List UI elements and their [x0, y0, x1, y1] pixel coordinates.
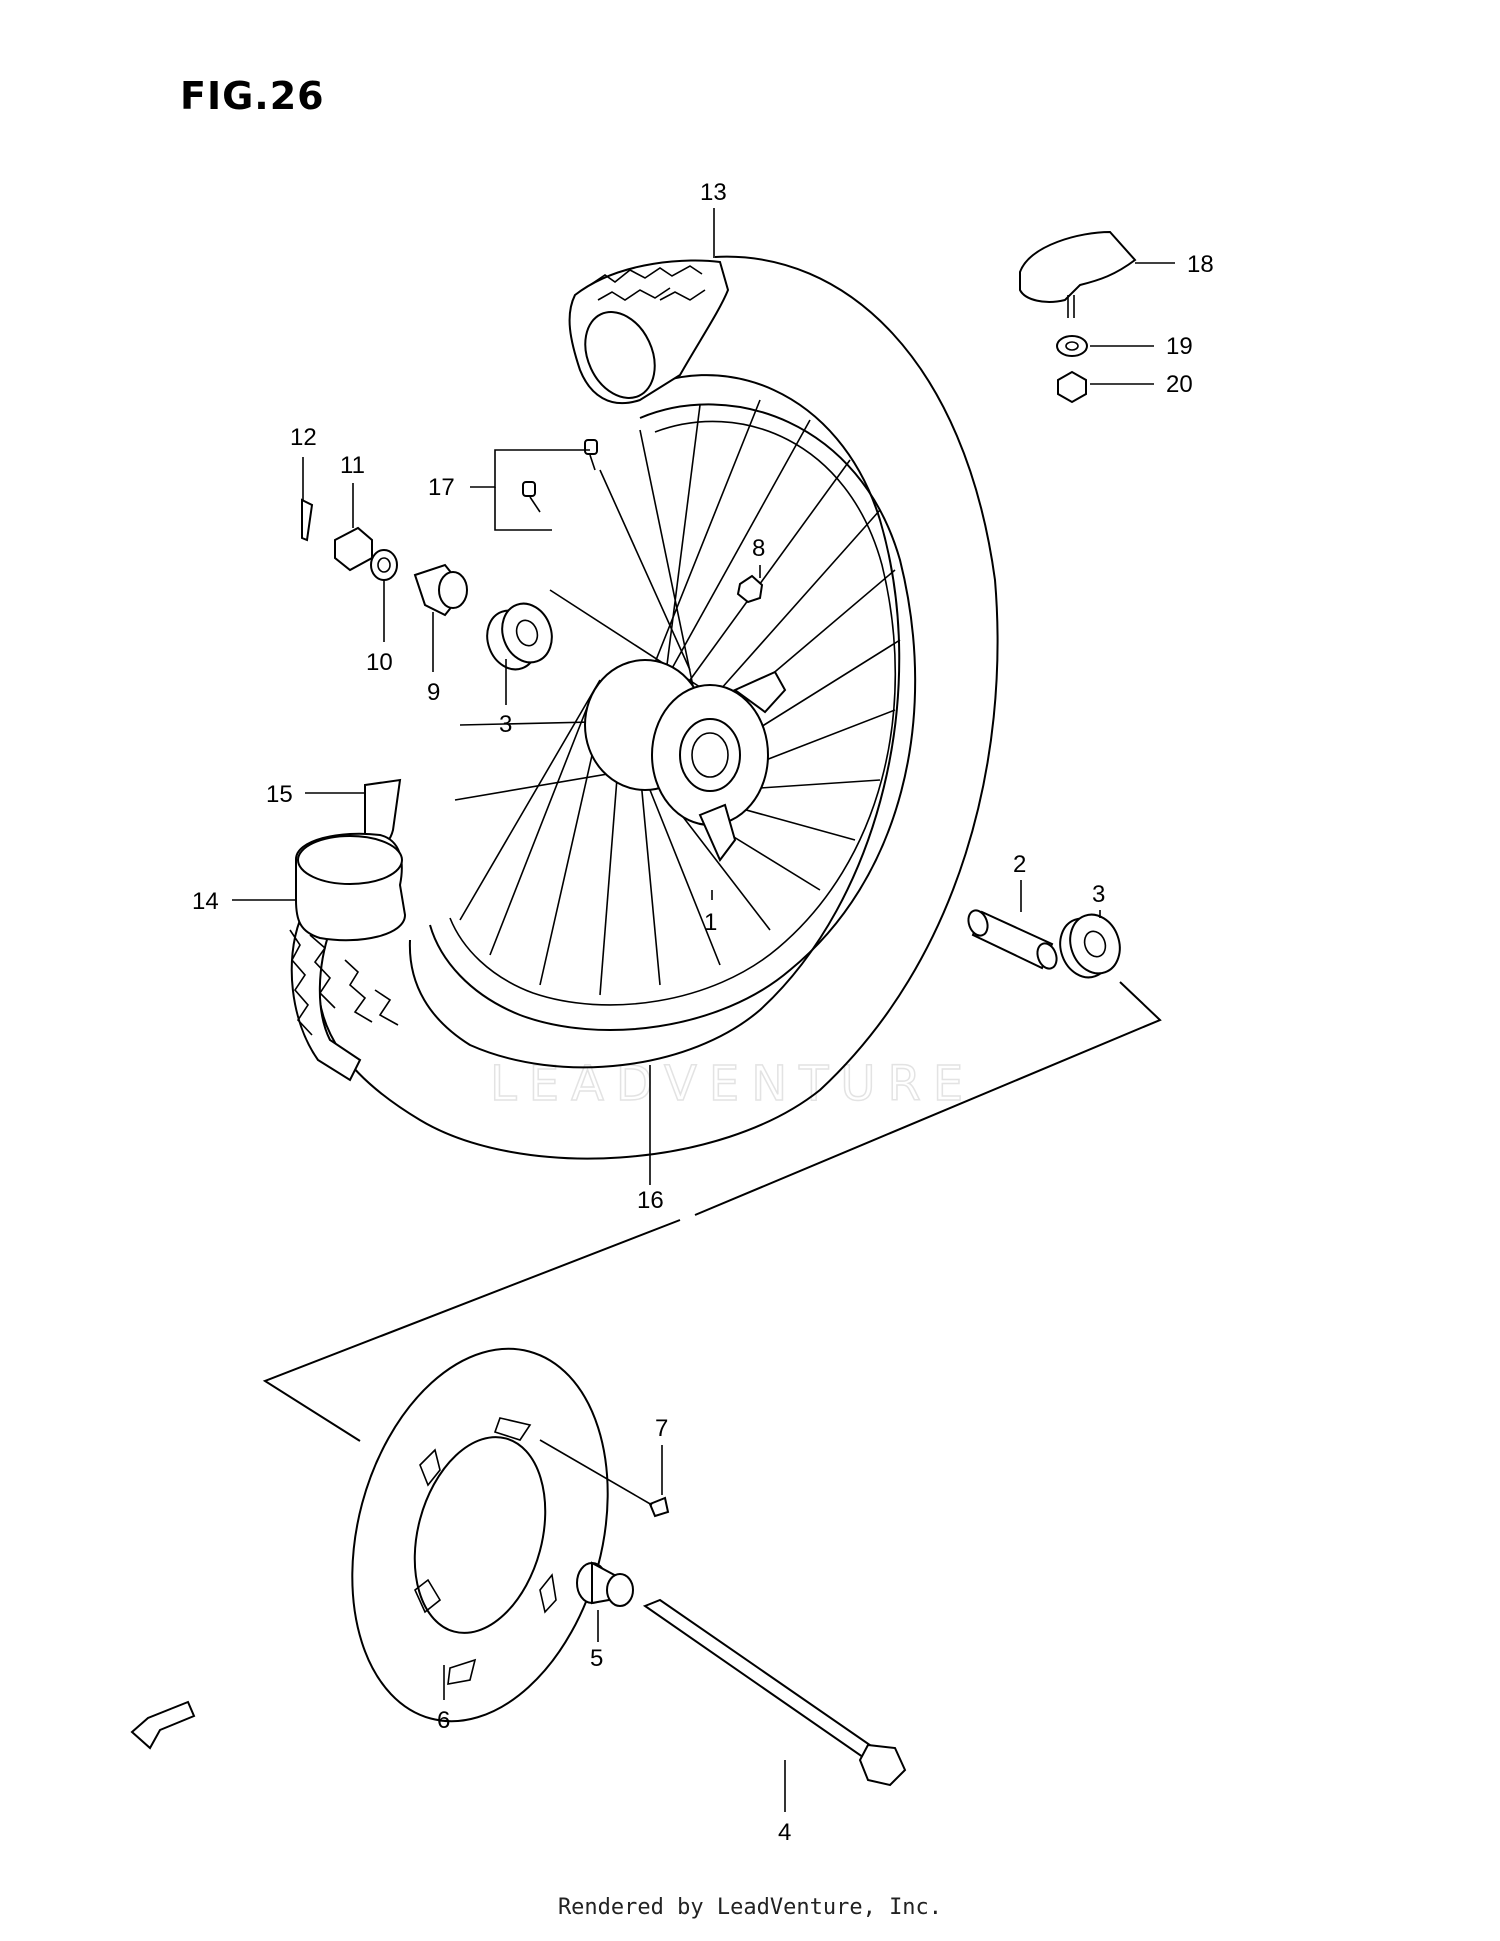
- spokes: [454, 399, 901, 996]
- rim-lock-washer[interactable]: [1056, 335, 1088, 357]
- bearing-left[interactable]: [479, 597, 560, 677]
- callout-15: 15: [266, 781, 293, 808]
- hub[interactable]: [584, 659, 787, 862]
- leader-lines: [232, 208, 1175, 1812]
- callout-12: 12: [290, 424, 317, 451]
- footer-credit: Rendered by LeadVenture, Inc.: [557, 1895, 943, 1920]
- fwd-direction-badge: FWD: [130, 1700, 196, 1750]
- callout-18: 18: [1187, 251, 1214, 278]
- bolt[interactable]: [736, 574, 764, 604]
- callout-3-right: 3: [1092, 881, 1105, 908]
- washer[interactable]: [370, 549, 398, 581]
- castle-nut[interactable]: [334, 526, 373, 572]
- rim-lock[interactable]: [1019, 230, 1137, 318]
- bearing-right[interactable]: [1052, 908, 1128, 985]
- callout-10: 10: [366, 649, 393, 676]
- callout-4: 4: [778, 1819, 791, 1846]
- callout-11: 11: [340, 452, 365, 479]
- assembly-plane: [262, 981, 1162, 1442]
- callout-14: 14: [192, 888, 219, 915]
- callout-2: 2: [1013, 851, 1026, 878]
- cotter-pin[interactable]: [301, 498, 314, 542]
- tire[interactable]: [289, 255, 999, 1160]
- callout-6: 6: [437, 1707, 450, 1734]
- spoke-nipples[interactable]: [522, 439, 598, 513]
- front-axle[interactable]: [642, 1598, 907, 1787]
- rim-lock-nut[interactable]: [1057, 370, 1087, 404]
- callout-17: 17: [428, 474, 455, 501]
- callout-13: 13: [700, 179, 727, 206]
- callout-5: 5: [590, 1645, 603, 1672]
- tube[interactable]: [294, 832, 407, 942]
- brake-disc[interactable]: [313, 1320, 647, 1750]
- callout-9: 9: [427, 679, 440, 706]
- callout-19: 19: [1166, 333, 1193, 360]
- callout-3-upper: 3: [499, 711, 512, 738]
- spacer[interactable]: [413, 563, 468, 617]
- callout-1: 1: [704, 909, 717, 936]
- callout-20: 20: [1166, 371, 1193, 398]
- rim[interactable]: [429, 403, 917, 1031]
- wheel-collar[interactable]: [576, 1561, 634, 1607]
- axle-spacer[interactable]: [965, 908, 1060, 972]
- watermark: LEADVENTURE: [490, 1056, 975, 1112]
- disc-bolt[interactable]: [539, 1439, 670, 1518]
- callout-16: 16: [637, 1187, 664, 1214]
- callout-labels: 13 18 19 20 12 11 17 8 10 9 3 15 14 1 2 …: [192, 179, 1214, 1846]
- figure-title: FIG.26: [180, 74, 325, 118]
- callout-7: 7: [655, 1415, 668, 1442]
- callout-8: 8: [752, 535, 765, 562]
